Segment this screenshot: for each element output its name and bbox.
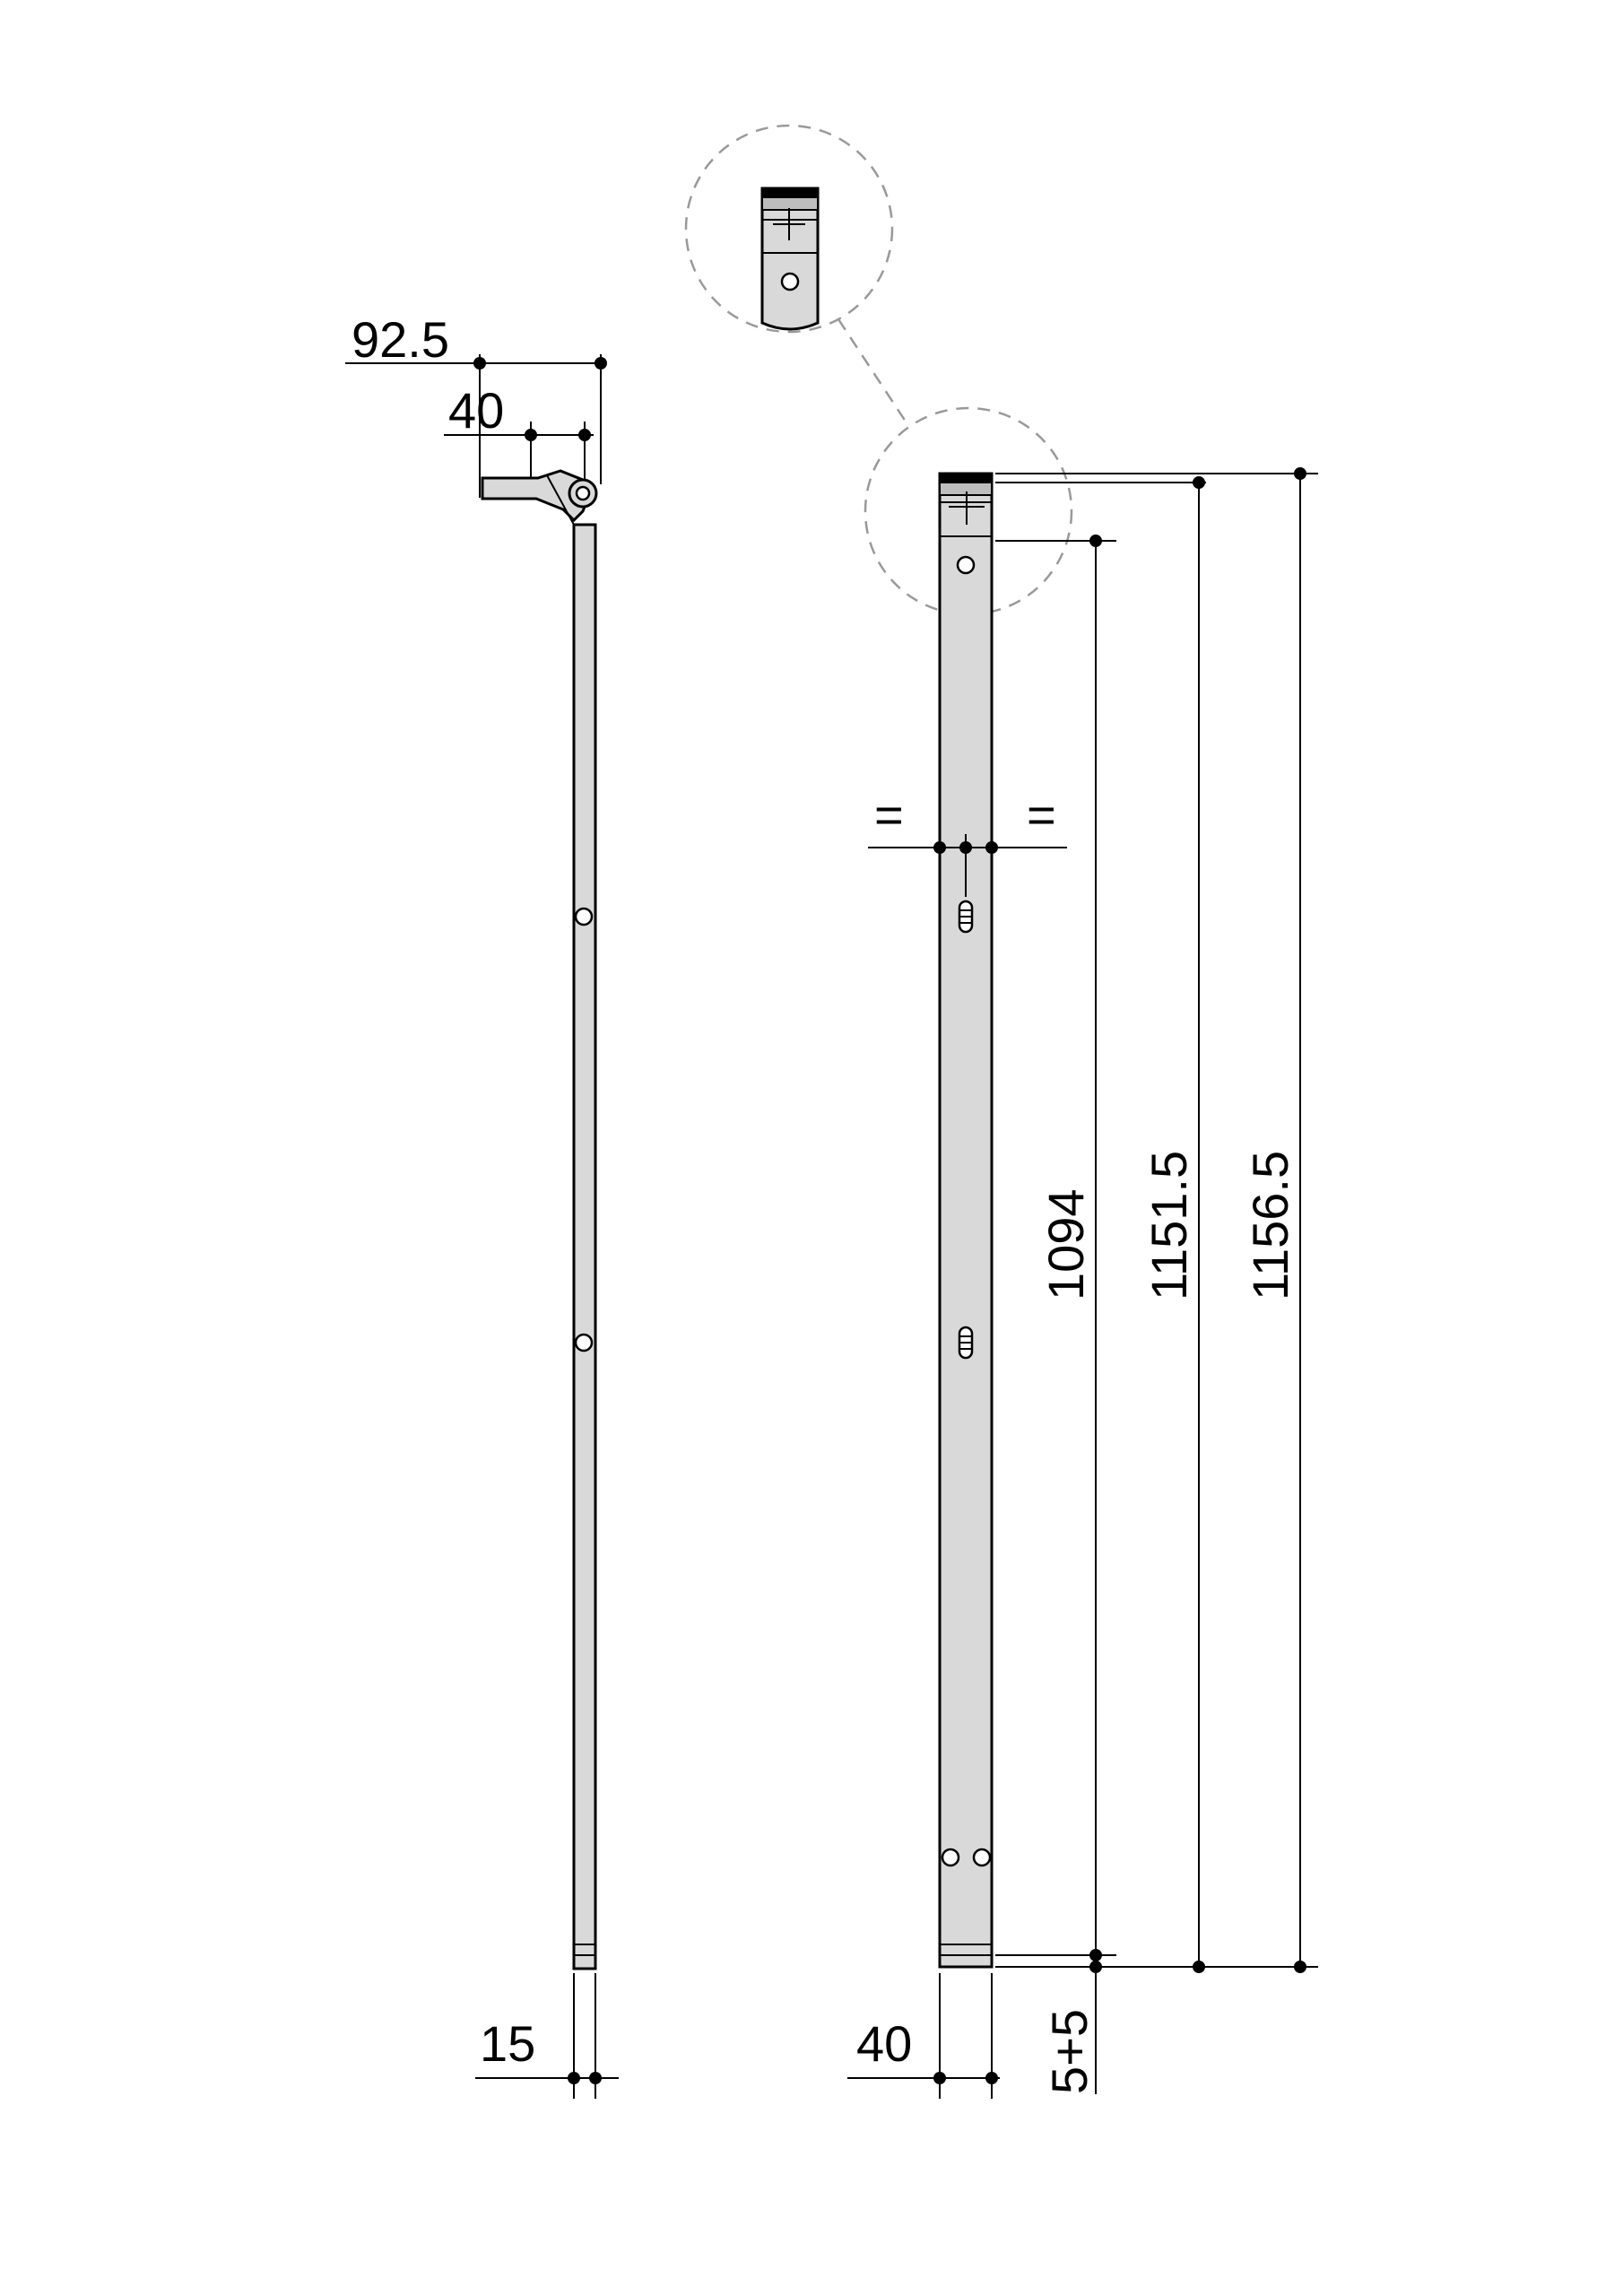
- dim-40-side: 40: [444, 382, 594, 484]
- front-bar: [938, 472, 994, 1969]
- equal-mark-right: =: [1027, 787, 1056, 843]
- equal-marks: = =: [868, 787, 1067, 897]
- dim-1156-5: 1156.5: [1242, 467, 1306, 1973]
- dim-92-5: 92.5: [345, 311, 607, 498]
- side-view: 92.5 40 15: [345, 311, 619, 2099]
- side-bar: [572, 523, 597, 1970]
- front-view: = = 40 1094 5+5: [847, 467, 1318, 2099]
- side-hole-2: [574, 1333, 594, 1352]
- dim-15: 15: [475, 1973, 619, 2099]
- equal-mark-left: =: [874, 787, 904, 843]
- dim-15-label: 15: [480, 2015, 535, 2072]
- dim-gap-label: 5+5: [1041, 2009, 1098, 2094]
- front-slot-1: [939, 900, 993, 934]
- dim-1156-5-label: 1156.5: [1242, 1151, 1298, 1300]
- detail-callout: [684, 124, 1073, 616]
- front-hole-bottom-left: [941, 1848, 960, 1867]
- detail-part: [760, 187, 820, 331]
- front-hole-top: [956, 555, 976, 575]
- detail-circle-large: [684, 124, 894, 334]
- front-hole-bottom-right: [972, 1848, 992, 1867]
- dim-40-side-label: 40: [448, 382, 504, 439]
- front-slot-2: [939, 1326, 993, 1360]
- dim-1094: 1094 5+5: [1037, 535, 1102, 2094]
- dim-40-front-label: 40: [856, 2015, 912, 2072]
- side-hole-1: [574, 907, 594, 926]
- dim-40-front: 40: [847, 1973, 1000, 2099]
- dim-1151-5: 1151.5: [1141, 476, 1205, 1973]
- dim-1094-label: 1094: [1037, 1188, 1094, 1300]
- dim-1151-5-label: 1151.5: [1141, 1151, 1197, 1300]
- side-arm: [481, 469, 598, 526]
- dim-92-5-label: 92.5: [352, 311, 449, 368]
